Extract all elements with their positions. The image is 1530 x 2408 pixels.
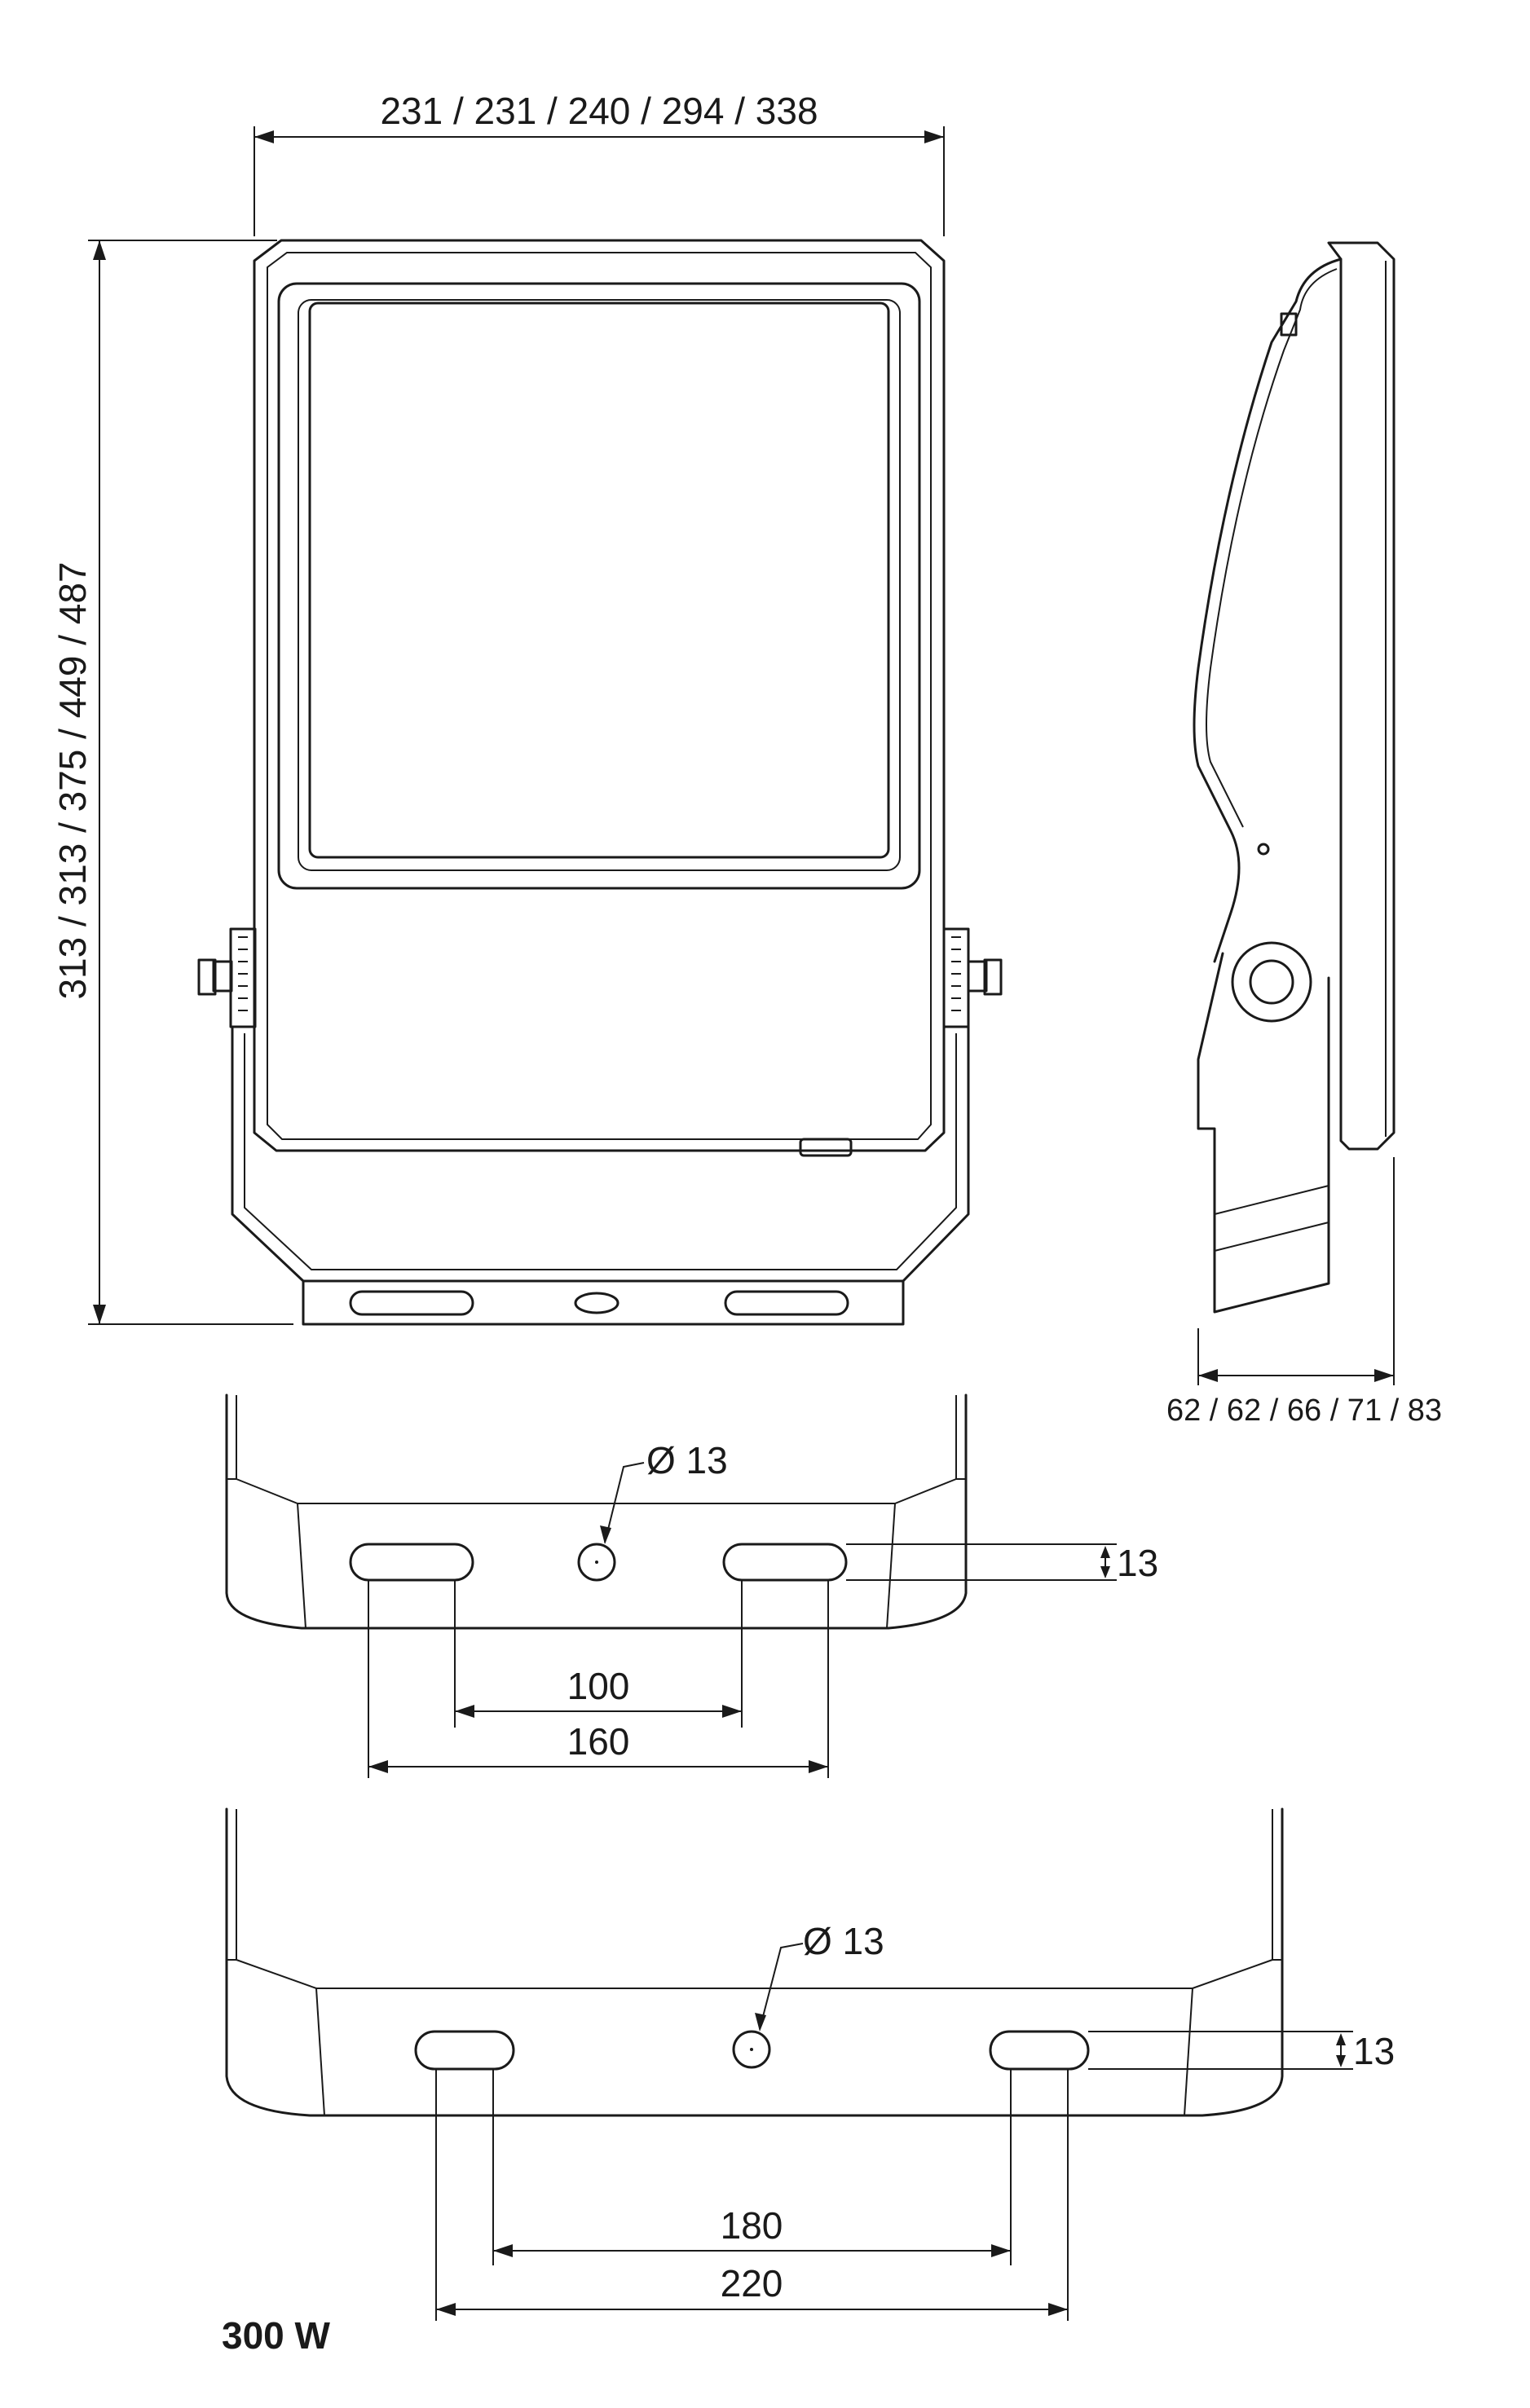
side-depth-label: 62 / 62 / 66 / 71 / 83 [1166, 1393, 1442, 1428]
front-slot-right [724, 1290, 849, 1316]
model-label: 300 W [222, 2314, 331, 2357]
cable-gland [799, 1138, 853, 1157]
bracket-large-view: Ø 13 13 180 220 [225, 1807, 1395, 2321]
front-center-hole [574, 1292, 619, 1314]
bracket-large-outline [225, 1807, 1284, 2117]
bracket-small-inner-spacing-label: 100 [567, 1665, 630, 1707]
left-tilt-knob [197, 927, 257, 1028]
bracket-small-slot-height-label: 13 [1117, 1542, 1158, 1584]
bracket-large-hole [732, 2030, 771, 2069]
side-bracket [1197, 952, 1330, 1314]
bracket-large-inner-spacing-label: 180 [721, 2204, 783, 2247]
side-housing [1327, 241, 1396, 1151]
side-pivot-inner [1249, 959, 1294, 1005]
side-view: 62 / 62 / 66 / 71 / 83 [1166, 241, 1442, 1428]
front-bracket [231, 1025, 970, 1283]
side-pivot-outer [1231, 941, 1312, 1023]
lens-panel [308, 302, 890, 859]
bracket-small-slot-left [349, 1543, 474, 1582]
housing-outline [253, 239, 946, 1152]
bracket-large-outer-spacing-label: 220 [721, 2262, 783, 2305]
bracket-small-slot-right [722, 1543, 848, 1582]
bracket-small-view: Ø 13 13 100 160 [225, 1393, 1158, 1778]
side-body-profile [1193, 258, 1343, 963]
bracket-small-hole-label: Ø 13 [646, 1439, 728, 1481]
bracket-large-slot-left [414, 2030, 515, 2071]
housing-inner-outline [267, 252, 932, 1140]
right-tilt-knob [942, 927, 1003, 1028]
bracket-small-hole [577, 1543, 616, 1582]
side-depth-dimension [1197, 1157, 1395, 1385]
bracket-small-outer-spacing-label: 160 [567, 1720, 630, 1763]
front-height-dimension [88, 240, 293, 1325]
front-width-dimension [254, 126, 945, 236]
bracket-small-outline [225, 1393, 968, 1630]
front-view: 231 / 231 / 240 / 294 / 338 313 / 313 / … [51, 90, 1003, 1326]
bracket-large-slot-height-label: 13 [1353, 2030, 1395, 2072]
bracket-large-slot-right [989, 2030, 1090, 2071]
lens-bezel [277, 282, 921, 890]
front-slot-left [349, 1290, 474, 1316]
front-height-label: 313 / 313 / 375 / 449 / 487 [51, 561, 94, 999]
bracket-large-hole-label: Ø 13 [803, 1920, 884, 1962]
front-width-label: 231 / 231 / 240 / 294 / 338 [380, 90, 818, 132]
lens-bezel-inner [298, 299, 901, 871]
